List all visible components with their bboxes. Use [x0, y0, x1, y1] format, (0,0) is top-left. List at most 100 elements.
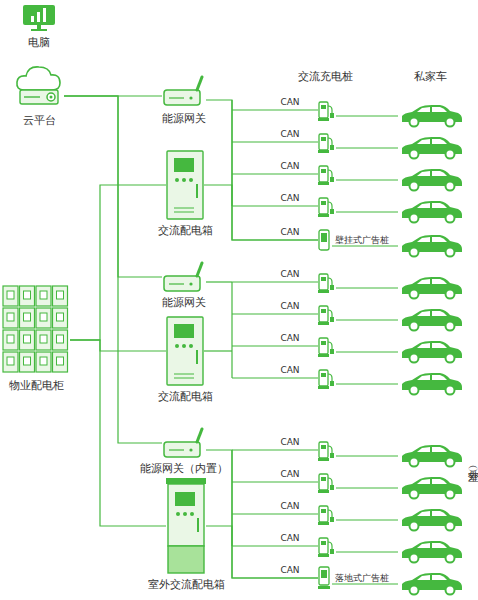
- wire: [232, 481, 318, 482]
- signal-name: CAN: [280, 97, 299, 108]
- cable-group: [332, 116, 398, 584]
- private-car: [402, 277, 462, 299]
- cabinet-vent: [174, 212, 194, 213]
- cabinet-window: [40, 357, 47, 365]
- charge-cable: [332, 584, 398, 585]
- gear-hub: [50, 96, 53, 99]
- connector-line: [70, 340, 166, 526]
- wire-group: [204, 100, 318, 546]
- charge-cable: [336, 552, 398, 553]
- cabinet-body: [167, 151, 203, 219]
- gateway-antenna: [197, 77, 202, 90]
- wire: [204, 350, 232, 351]
- charge-cable: [336, 520, 398, 521]
- node-label: 室外交流配电箱: [148, 578, 225, 591]
- energy-gateway: 能源网关: [162, 262, 206, 292]
- cabinet-unit: [36, 352, 51, 372]
- cabinet-unit: [3, 352, 18, 372]
- node-icon: [162, 428, 206, 458]
- gateway-body: [164, 442, 200, 457]
- cabinet-screen: [175, 492, 195, 506]
- cabinet-window: [57, 291, 64, 299]
- charge-cable: [336, 180, 398, 181]
- indicator-light: [182, 178, 186, 182]
- charging-pile: [318, 370, 334, 389]
- cabinet-window: [24, 357, 31, 365]
- private-car: [402, 105, 462, 127]
- gateway-led: [189, 96, 192, 99]
- wire: [232, 205, 318, 206]
- pile-body: [319, 230, 329, 250]
- private-car: [402, 309, 462, 331]
- gateway-slot: [169, 97, 184, 98]
- cabinet-body: [167, 317, 203, 385]
- connector-line: [206, 450, 318, 578]
- charge-cable: [336, 456, 398, 457]
- charge-cable: [336, 384, 398, 385]
- energy-gateway: 能源网关（内置）: [162, 428, 206, 458]
- private-car: [402, 541, 462, 563]
- node-label: 物业配电柜: [9, 379, 64, 392]
- cabinet-vent: [174, 374, 194, 375]
- node-icon: [318, 567, 330, 589]
- monitor-stand: [37, 25, 41, 29]
- wire: [232, 449, 318, 450]
- private-car: [402, 477, 462, 499]
- signal-name: CAN: [280, 193, 299, 204]
- indicator-light: [176, 512, 180, 516]
- cloud-outline: [17, 67, 60, 90]
- gateway-antenna: [197, 263, 202, 276]
- signal-name: CAN: [280, 129, 299, 140]
- signal-name: CAN: [280, 365, 299, 376]
- node-label: 落地式广告桩: [335, 572, 389, 585]
- pile-group: [318, 102, 334, 557]
- server-slot: [24, 96, 40, 97]
- cabinet-roof: [166, 478, 206, 484]
- charging-pile: [318, 538, 334, 557]
- indicator-light: [183, 512, 187, 516]
- signal-name: CAN: [280, 301, 299, 312]
- private-car: [402, 341, 462, 363]
- indicator-light: [190, 512, 194, 516]
- charge-cable: [332, 246, 398, 247]
- pile-screen: [321, 233, 327, 242]
- pile-screen: [321, 570, 327, 578]
- connector-line: [206, 100, 318, 240]
- node-label: 交流配电箱: [158, 224, 213, 237]
- node-label: 云平台: [23, 114, 56, 127]
- wire: [232, 173, 318, 174]
- node-icon: [318, 229, 330, 251]
- wire: [231, 450, 232, 546]
- indicator-light: [175, 344, 179, 348]
- gateway-body: [164, 90, 200, 105]
- connector-line: [64, 96, 162, 277]
- cabinet-unit: [53, 286, 68, 306]
- gateway-led: [189, 448, 192, 451]
- private-car: [402, 509, 462, 531]
- wire: [231, 100, 232, 206]
- cabinet-window: [57, 357, 64, 365]
- cabinet-window: [40, 335, 47, 343]
- charging-pile: [318, 198, 334, 217]
- charging-pile: [318, 134, 334, 153]
- gateway-slot: [169, 449, 184, 450]
- ac-distribution-box: 交流配电箱: [166, 150, 204, 220]
- wire: [206, 281, 232, 282]
- node-label: 电脑: [28, 36, 50, 49]
- cabinet-unit: [3, 330, 18, 350]
- signal-bar: [37, 12, 40, 22]
- private-car: [402, 573, 462, 595]
- cloud-platform: 云平台: [14, 64, 64, 110]
- gateway-antenna: [197, 429, 202, 442]
- signal-name: CAN: [280, 161, 299, 172]
- private-car: [402, 169, 462, 191]
- cabinet-base: [168, 546, 204, 573]
- wire: [231, 282, 232, 378]
- wire: [232, 545, 318, 546]
- node-icon: [2, 285, 70, 375]
- gateway-slot: [169, 283, 184, 284]
- monitor-base: [31, 29, 47, 31]
- signal-bar: [31, 16, 34, 22]
